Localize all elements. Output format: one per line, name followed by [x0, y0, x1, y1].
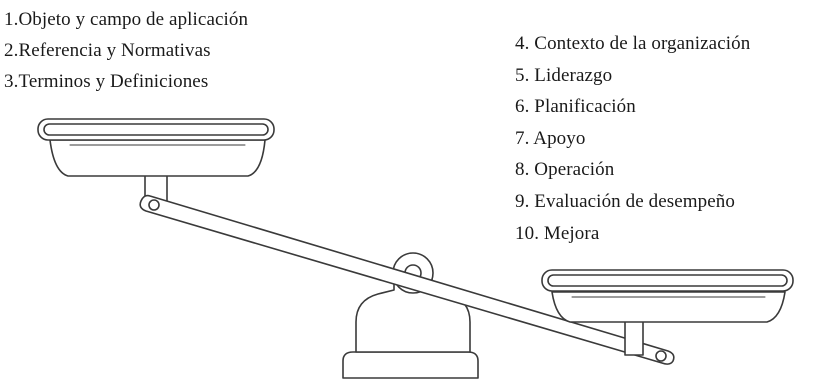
right-clause-item: 6. Planificación [515, 96, 636, 118]
right-clause-list: 4. Contexto de la organización 5. Lidera… [515, 28, 750, 249]
right-pan [541, 269, 794, 323]
right-clause-item: 8. Operación [515, 159, 615, 181]
right-clause-item: 10. Mejora [515, 222, 600, 244]
scale-beam [139, 194, 675, 365]
right-clause-item: 4. Contexto de la organización [515, 33, 751, 54]
left-clause-item: 2.Referencia y Normativas [4, 40, 211, 61]
left-clause-list: 1.Objeto y campo de aplicación 2.Referen… [4, 4, 248, 97]
left-pan [37, 118, 275, 177]
right-clause-item: 9. Evaluación de desempeño [515, 190, 735, 212]
left-clause-item: 1.Objeto y campo de aplicación [4, 9, 249, 30]
right-clause-item: 7. Apoyo [515, 127, 586, 149]
left-clause-item: 3.Terminos y Definiciones [4, 71, 209, 92]
right-clause-item: 5. Liderazgo [515, 64, 613, 86]
